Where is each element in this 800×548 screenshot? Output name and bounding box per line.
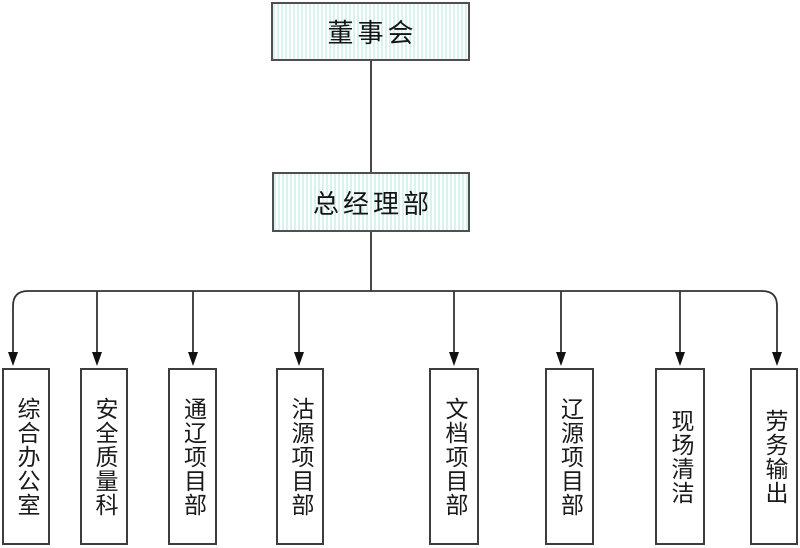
dept-label: 综合办公室	[13, 396, 39, 517]
dept-label: 沽源项目部	[287, 396, 313, 517]
board-of-directors-box: 董事会	[271, 2, 470, 61]
dept-label: 现场清洁	[667, 408, 693, 505]
dept-box-site-cleaning: 现场清洁	[655, 368, 705, 545]
dept-box-safety-quality: 安全质量科	[80, 368, 128, 545]
down-arrowheads	[8, 352, 782, 366]
dept-label: 文档项目部	[441, 396, 467, 517]
dept-box-document-project: 文档项目部	[429, 368, 479, 545]
dept-box-guyuan-project: 沽源项目部	[276, 368, 324, 545]
dept-label: 通辽项目部	[179, 396, 206, 517]
board-of-directors-label: 董事会	[327, 19, 418, 49]
tree-lines	[12, 61, 778, 352]
general-manager-box: 总经理部	[272, 172, 470, 232]
general-manager-label: 总经理部	[312, 189, 433, 220]
dept-box-general-office: 综合办公室	[2, 368, 50, 545]
dept-label: 劳务输出	[761, 408, 787, 505]
dept-box-labor-export: 劳务输出	[750, 368, 798, 545]
dept-box-liaoyuan-project: 辽源项目部	[545, 368, 594, 545]
dept-box-tongliao-project: 通辽项目部	[168, 368, 217, 545]
dept-label: 辽源项目部	[556, 396, 583, 517]
dept-label: 安全质量科	[91, 396, 117, 517]
